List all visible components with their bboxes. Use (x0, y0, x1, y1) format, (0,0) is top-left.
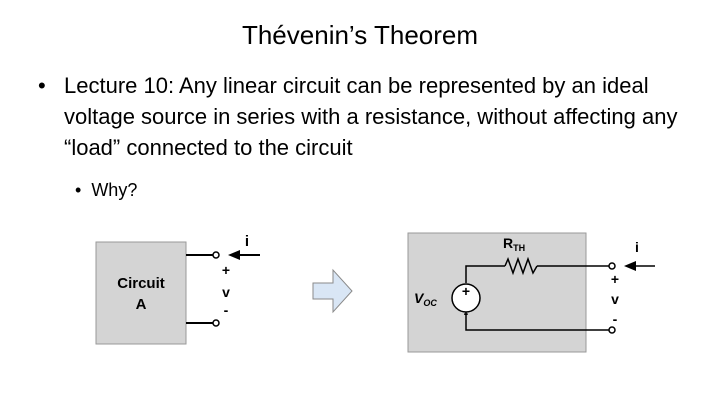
right-circuit-diagram: RTH + - VOC i + v - (407, 232, 655, 353)
block-arrow-icon (312, 268, 353, 314)
thevenin-box (407, 232, 587, 353)
bullet-symbol: • (38, 73, 46, 98)
circuit-a-label-line1: Circuit (117, 275, 165, 292)
rth-label: RTH (503, 235, 525, 253)
right-voltage-label: v (611, 291, 619, 307)
sub-bullet: • Why? (75, 178, 137, 202)
left-voltage-label: v (222, 284, 230, 300)
rth-left-wire (465, 265, 505, 283)
right-current-label: i (635, 239, 639, 255)
source-plus-label: + (462, 283, 470, 299)
bullet-text: Lecture 10: Any linear circuit can be re… (64, 73, 678, 160)
right-top-terminal (608, 262, 616, 270)
left-current-label: i (245, 233, 249, 250)
circuit-a-label-line2: A (136, 296, 147, 313)
voc-label: VOC (414, 290, 437, 308)
main-bullet: • Lecture 10: Any linear circuit can be … (38, 70, 688, 163)
bottom-wire (465, 312, 610, 331)
left-circuit-diagram: Circuit A i + v - (95, 233, 260, 345)
left-current-arrow-icon (228, 250, 240, 260)
sub-bullet-text: Why? (91, 180, 138, 200)
right-plus-label: + (611, 271, 619, 287)
right-minus-label: - (613, 311, 618, 327)
circuit-a-box (95, 241, 187, 345)
left-top-terminal (212, 251, 220, 259)
right-current-arrow-icon (624, 261, 636, 271)
left-bottom-terminal (212, 319, 220, 327)
left-minus-label: - (224, 302, 229, 318)
sub-bullet-symbol: • (75, 180, 82, 200)
left-plus-label: + (222, 262, 230, 278)
right-bottom-terminal (608, 326, 616, 334)
slide-title: Thévenin’s Theorem (241, 20, 479, 50)
resistor-icon (504, 256, 538, 276)
